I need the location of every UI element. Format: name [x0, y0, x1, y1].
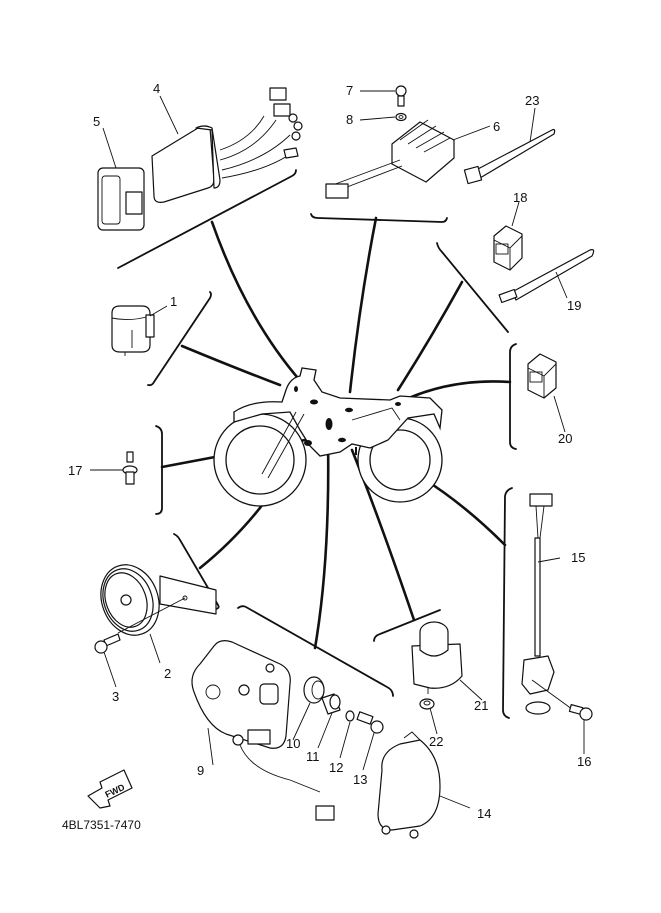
callout-5: 5: [93, 114, 100, 129]
part-washer-12[interactable]: [345, 710, 355, 722]
part-screw-16[interactable]: [568, 703, 593, 721]
part-screw[interactable]: [395, 85, 407, 107]
part-washer[interactable]: [395, 112, 407, 122]
bracket-coupler-20: [509, 343, 517, 450]
callout-21: 21: [474, 698, 488, 713]
part-rectifier-regulator[interactable]: [325, 119, 455, 199]
callout-10: 10: [286, 736, 300, 751]
wire-cdi: [210, 220, 317, 399]
callout-20: 20: [558, 431, 572, 446]
callout-6: 6: [493, 119, 500, 134]
bracket-couplers-group: [436, 242, 509, 333]
part-screw-13[interactable]: [356, 711, 384, 734]
part-band[interactable]: [498, 249, 595, 304]
part-cable-tie[interactable]: [463, 128, 556, 185]
part-cdi-cover[interactable]: [97, 167, 145, 231]
bracket-cdi-group: [117, 169, 297, 269]
callout-11: 11: [306, 749, 320, 764]
callout-16: 16: [577, 754, 591, 769]
bracket-regulator-group: [310, 213, 448, 223]
motorcycle-silhouette: [213, 367, 443, 507]
callout-8: 8: [346, 112, 353, 127]
part-relay[interactable]: [111, 305, 155, 356]
callout-23: 23: [525, 93, 539, 108]
wire-relay: [180, 344, 282, 387]
catalog-code: 4BL7351-7470: [62, 818, 141, 832]
leader-lines: [90, 90, 585, 809]
bracket-switch-group: [237, 605, 394, 697]
callout-3: 3: [112, 689, 119, 704]
part-neutral-switch[interactable]: [191, 640, 335, 821]
callout-9: 9: [197, 763, 204, 778]
callout-19: 19: [567, 298, 581, 313]
part-starter-relay[interactable]: [411, 621, 463, 694]
part-horn[interactable]: [91, 557, 217, 644]
part-thermo-switch[interactable]: [122, 451, 138, 485]
wire-couplers: [396, 280, 464, 392]
callout-15: 15: [571, 550, 585, 565]
bracket-sensor-group: [502, 487, 513, 719]
bracket-thermo: [155, 425, 163, 515]
part-coupler-18[interactable]: [493, 225, 523, 271]
bracket-horn: [173, 533, 220, 610]
callout-12: 12: [329, 760, 343, 775]
part-horn-bolt[interactable]: [94, 633, 121, 654]
callout-22: 22: [429, 734, 443, 749]
callout-7: 7: [346, 83, 353, 98]
wire-switch: [313, 438, 330, 650]
wire-regulator: [348, 216, 378, 394]
part-coupler-20[interactable]: [527, 353, 557, 399]
callout-18: 18: [513, 190, 527, 205]
callout-labels: 1 2 3 4 5 6 7 8 9 10 11 12 13 14 15 16 1…: [68, 81, 591, 821]
bracket-starter-relay: [373, 609, 441, 642]
part-cdi-unit[interactable]: [151, 87, 303, 203]
callout-14: 14: [477, 806, 491, 821]
part-grommet[interactable]: [303, 676, 325, 704]
callout-1: 1: [170, 294, 177, 309]
part-nut[interactable]: [419, 698, 435, 710]
bracket-relay: [147, 291, 212, 387]
part-sensor-lead[interactable]: [521, 493, 577, 715]
part-collar[interactable]: [321, 693, 341, 715]
fwd-arrow-icon: FWD: [87, 769, 133, 809]
callout-2: 2: [164, 666, 171, 681]
callout-17: 17: [68, 463, 82, 478]
callout-13: 13: [353, 772, 367, 787]
part-switch-cover[interactable]: [377, 731, 441, 839]
callout-4: 4: [153, 81, 160, 96]
